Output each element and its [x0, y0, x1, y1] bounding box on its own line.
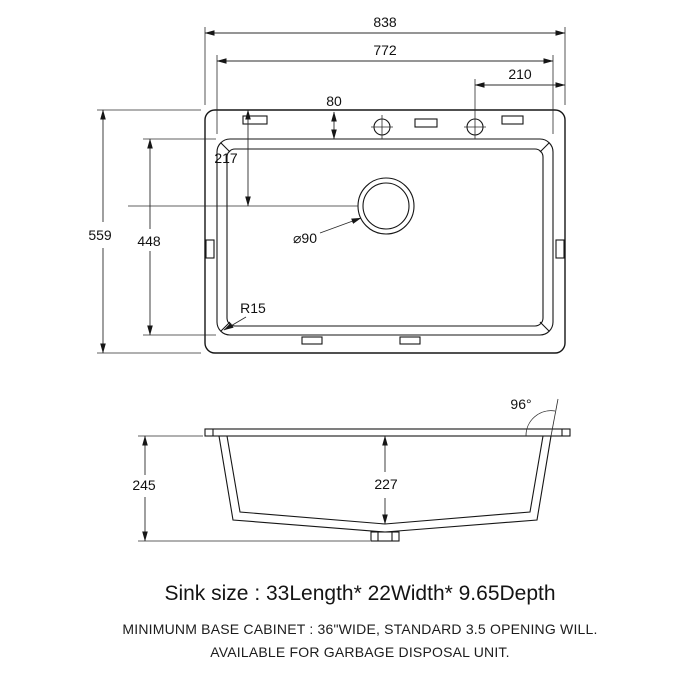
- sink-size-text: Sink size : 33Length* 22Width* 9.65Depth: [164, 582, 555, 605]
- dim-label-96deg: 96°: [510, 396, 531, 412]
- dim-faucet-setback: 80: [326, 93, 342, 140]
- dim-bowl-depth: 227: [374, 435, 398, 525]
- top-view: 838 772 210 80 217: [88, 14, 566, 354]
- basin-rim: [216, 138, 554, 336]
- drain-hole: [357, 177, 415, 235]
- dim-faucet-offset: 210: [474, 66, 566, 88]
- callout-drain-diameter: ⌀90: [293, 217, 362, 246]
- callout-wall-angle: 96°: [510, 396, 559, 437]
- deck-knockouts: [242, 115, 524, 128]
- dim-label-227: 227: [374, 476, 398, 492]
- dim-inner-width: 772: [216, 42, 554, 134]
- section-view: 96° 245 227: [132, 396, 571, 542]
- section-bowl-wall: [218, 435, 552, 533]
- callout-corner-radius: R15: [223, 300, 266, 331]
- dim-label-drain-diameter: ⌀90: [293, 230, 317, 246]
- faucet-hole-left: [371, 115, 393, 139]
- section-flange: [204, 428, 571, 437]
- dim-label-559: 559: [88, 227, 112, 243]
- sink-outline: [204, 109, 566, 354]
- caption: Sink size : 33Length* 22Width* 9.65Depth…: [122, 582, 597, 660]
- dim-section-height: 245: [132, 435, 370, 542]
- dim-label-838: 838: [373, 14, 397, 30]
- faucet-hole-right: [464, 79, 486, 139]
- dim-label-245: 245: [132, 477, 156, 493]
- cabinet-note-line2: AVAILABLE FOR GARBAGE DISPOSAL UNIT.: [210, 644, 509, 660]
- dim-label-r15: R15: [240, 300, 266, 316]
- dim-label-448: 448: [137, 233, 161, 249]
- dim-drain-from-top: 217: [128, 109, 358, 207]
- cabinet-note-line1: MINIMUNM BASE CABINET : 36"WIDE, STANDAR…: [122, 621, 597, 637]
- mounting-tabs: [205, 239, 565, 345]
- dim-overall-width: 838: [204, 14, 566, 105]
- dim-label-80: 80: [326, 93, 342, 109]
- dim-basin-length: 448: [137, 138, 216, 336]
- dim-label-217: 217: [214, 150, 238, 166]
- dim-overall-depth: 559: [88, 109, 201, 354]
- section-drain-stub: [370, 531, 400, 542]
- dim-label-210: 210: [508, 66, 532, 82]
- dim-label-772: 772: [373, 42, 397, 58]
